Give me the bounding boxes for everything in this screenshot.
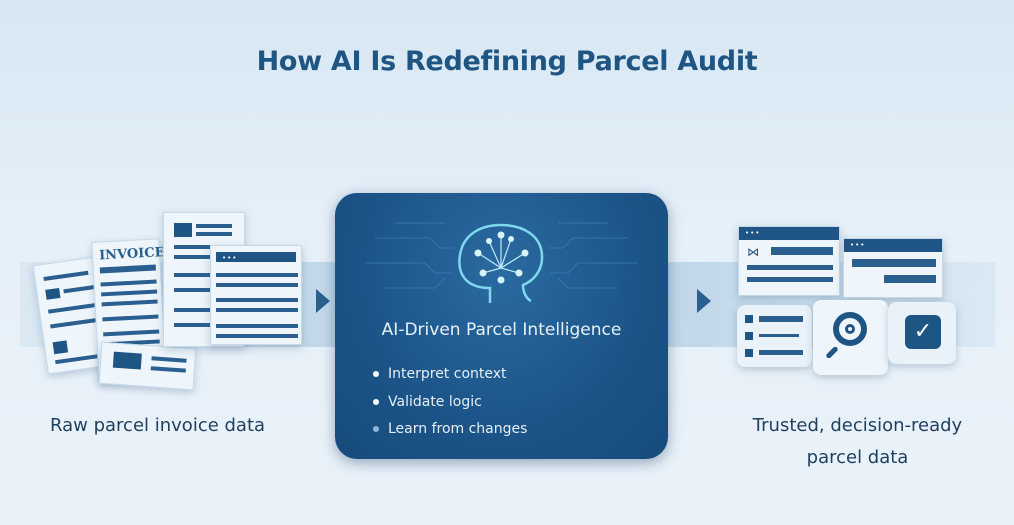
right-caption-line2: parcel data [806,447,909,468]
form-window-icon: ••• [843,238,943,298]
invoice-documents-icon: INVOICE ••• [32,200,305,391]
bullet-item: Learn from changes [373,421,527,437]
search-icon [813,300,888,375]
left-caption: Raw parcel invoice data [50,415,266,436]
ai-intelligence-panel: AI-Driven Parcel Intelligence Interpret … [335,193,668,459]
dashboard-window-icon: ••• ⋈ [738,226,840,296]
bullet-item: Interpret context [373,366,507,382]
invoice-label: INVOICE [98,245,165,264]
brain-circuit-icon [365,222,638,303]
center-title: AI-Driven Parcel Intelligence [381,320,622,340]
arrow-right-icon [316,289,330,313]
list-icon [737,305,812,367]
arrow-right-icon [697,289,711,313]
bullet-item: Validate logic [373,394,482,410]
right-caption-line1: Trusted, decision-ready [752,415,963,436]
checkbox-icon: ✓ [888,302,956,364]
page-title: How AI Is Redefining Parcel Audit [256,46,758,77]
